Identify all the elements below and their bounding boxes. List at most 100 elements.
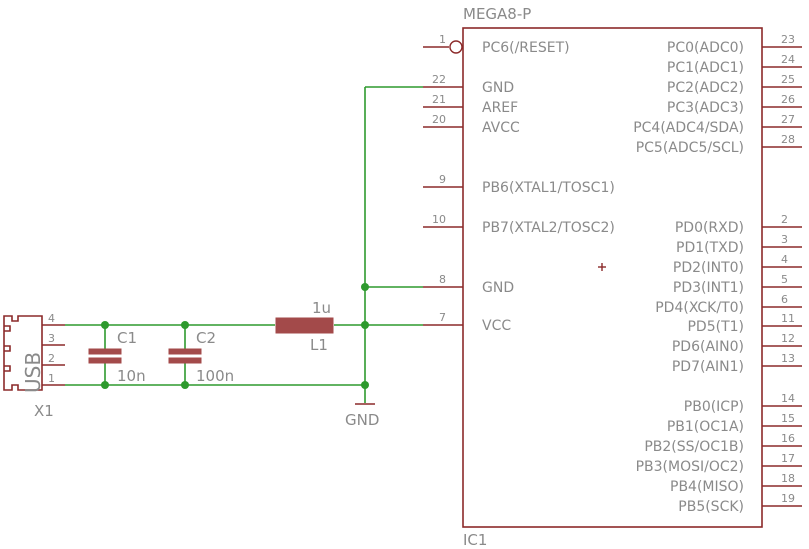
capacitor-c2[interactable]: C2 100n xyxy=(168,329,234,385)
gnd-label: GND xyxy=(345,411,379,429)
usb-outline xyxy=(3,315,43,391)
pin-number: 13 xyxy=(781,352,795,365)
gnd-symbol[interactable]: GND xyxy=(345,403,379,429)
pin-number: 19 xyxy=(781,492,795,505)
pin-label: VCC xyxy=(482,318,511,334)
pin-label: PB0(ICP) xyxy=(684,399,744,415)
ic1-name: IC1 xyxy=(463,531,487,549)
pin-number: 25 xyxy=(781,73,795,86)
pin-label: PD4(XCK/T0) xyxy=(655,300,744,316)
pin-label: PC2(ADC2) xyxy=(667,80,744,96)
l1-body xyxy=(275,317,334,334)
pin-label: PB6(XTAL1/TOSC1) xyxy=(482,180,615,196)
ic1-value: MEGA8-P xyxy=(463,5,531,23)
pin-label: PD5(T1) xyxy=(687,319,744,335)
c1-plate-bottom xyxy=(88,357,122,364)
capacitor-c1[interactable]: C1 10n xyxy=(88,329,146,385)
pin-number: 17 xyxy=(781,452,795,465)
pin-number: 22 xyxy=(432,73,446,86)
usb-pin-num-1: 1 xyxy=(48,372,55,385)
junction-dot xyxy=(181,381,189,389)
pin-number: 15 xyxy=(781,412,795,425)
pin-number: 28 xyxy=(781,133,795,146)
usb-pin-num-4: 4 xyxy=(48,312,55,325)
pin-number: 7 xyxy=(439,311,446,324)
pin-label: PD7(AIN1) xyxy=(672,359,744,375)
usb-label: USB xyxy=(21,352,45,393)
l1-name: L1 xyxy=(310,336,328,354)
pin-number: 9 xyxy=(439,173,446,186)
pin-label: PD3(INT1) xyxy=(673,280,744,296)
pin-label: GND xyxy=(482,80,514,96)
pin-label: PB4(MISO) xyxy=(670,479,744,495)
pin-label: AVCC xyxy=(482,120,520,136)
c2-plate-top xyxy=(168,348,202,355)
ic1-right-pins: 23PC0(ADC0)24PC1(ADC1)25PC2(ADC2)26PC3(A… xyxy=(633,33,802,515)
pin-label: PD6(AIN0) xyxy=(672,339,744,355)
inductor-l1[interactable]: 1u L1 xyxy=(275,299,334,354)
pin-number: 6 xyxy=(781,293,788,306)
junctions xyxy=(101,283,369,389)
pin-label: AREF xyxy=(482,100,518,116)
pin-number: 10 xyxy=(432,213,446,226)
pin-number: 26 xyxy=(781,93,795,106)
usb-connector[interactable]: USB X1 4 3 2 1 xyxy=(3,312,65,420)
c2-name: C2 xyxy=(196,329,216,347)
junction-dot xyxy=(101,381,109,389)
usb-pin-num-2: 2 xyxy=(48,352,55,365)
junction-dot xyxy=(361,381,369,389)
ic1-symbol[interactable]: MEGA8-P IC1 xyxy=(462,5,763,549)
pin-label: PC4(ADC4/SDA) xyxy=(633,120,744,136)
pin-number: 5 xyxy=(781,273,788,286)
pin-number: 12 xyxy=(781,332,795,345)
pin-number: 16 xyxy=(781,432,795,445)
origin-cross xyxy=(598,263,606,271)
c1-value: 10n xyxy=(117,367,146,385)
pin-inversion-bubble xyxy=(449,40,463,54)
pin-number: 8 xyxy=(439,273,446,286)
pin-label: PC0(ADC0) xyxy=(667,40,744,56)
pin-label: PC3(ADC3) xyxy=(667,100,744,116)
pin-number: 23 xyxy=(781,33,795,46)
pin-number: 11 xyxy=(781,312,795,325)
pin-number: 27 xyxy=(781,113,795,126)
usb-name: X1 xyxy=(34,402,54,420)
pin-label: PB1(OC1A) xyxy=(667,419,744,435)
usb-pin-num-3: 3 xyxy=(48,332,55,345)
pin-label: PB7(XTAL2/TOSC2) xyxy=(482,220,615,236)
pin-number: 4 xyxy=(781,253,788,266)
pin-number: 18 xyxy=(781,472,795,485)
l1-value: 1u xyxy=(312,299,331,317)
pin-label: PC1(ADC1) xyxy=(667,60,744,76)
c2-plate-bottom xyxy=(168,357,202,364)
